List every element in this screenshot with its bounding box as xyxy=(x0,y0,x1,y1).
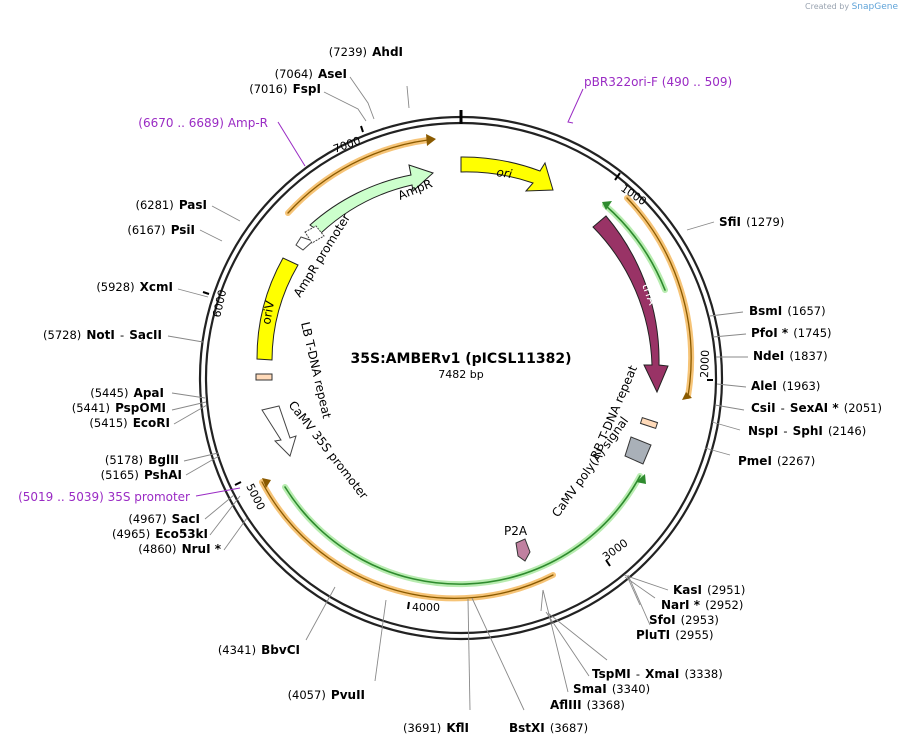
tick-3000: 3000 xyxy=(600,536,630,563)
site-label-NotI-SacII: (5728) NotI - SacII xyxy=(43,324,162,343)
LB-repeat-label: LB T-DNA repeat xyxy=(298,321,334,421)
site-label-SacI: (4967) SacI xyxy=(128,508,200,527)
site-label-PspOMI: (5441) PspOMI xyxy=(72,397,166,416)
site-label-EcoRI: (5415) EcoRI xyxy=(89,412,170,431)
orf-arrowhead-top xyxy=(602,201,612,210)
site-label-BbvCI: (4341) BbvCI xyxy=(218,639,300,658)
site-label-FspI: (7016) FspI xyxy=(249,78,321,97)
feature-CaMV-35S-promoter: CaMV 35S promoter xyxy=(261,398,371,502)
feature-trfA: trfA xyxy=(592,215,669,394)
oriV-label: oriV xyxy=(259,299,277,326)
site-label-ApaI: (5445) ApaI xyxy=(90,382,164,401)
site-label-XcmI: (5928) XcmI xyxy=(96,276,173,295)
site-label-PshAI: (5165) PshAI xyxy=(101,464,182,483)
plasmid-length: 7482 bp xyxy=(438,368,483,381)
tick-2000: 2000 xyxy=(698,350,712,378)
site-labels-left: (7239) AhdI (7064) AseI (7016) FspI (628… xyxy=(43,41,469,736)
site-label-NarI: NarI * (2952) xyxy=(661,594,743,613)
site-label-CsiI-SexAI: CsiI - SexAI * (2051) xyxy=(751,397,882,416)
feature-oriV: oriV xyxy=(256,257,299,361)
tick-4000: 4000 xyxy=(412,601,440,614)
orf-arrowhead-bottom xyxy=(636,474,646,484)
site-label-BsmI: BsmI (1657) xyxy=(749,300,826,319)
site-label-SfoI: SfoI (2953) xyxy=(649,609,719,628)
feature-ori: ori xyxy=(460,156,554,192)
tick-7000: 7000 xyxy=(332,134,363,156)
primer-arrowhead-right xyxy=(682,392,692,400)
tick-6000: 6000 xyxy=(210,288,229,318)
plasmid-name: 35S:AMBERv1 (pICSL11382) xyxy=(351,351,572,367)
site-label-NspI-SphI: NspI - SphI (2146) xyxy=(748,420,866,439)
site-labels-right: BstXI (3687) AflIII (3368) SmaI (3340) T… xyxy=(509,211,882,736)
site-label-PasI: (6281) PasI xyxy=(135,194,207,213)
site-label-BstXI: BstXI (3687) xyxy=(509,717,588,736)
feature-P2A: P2A xyxy=(504,524,531,562)
site-label-SmaI: SmaI (3340) xyxy=(573,678,650,697)
site-label-Eco53kI: (4965) Eco53kI xyxy=(112,523,208,542)
P2A-label: P2A xyxy=(504,524,528,538)
site-label-NruI: (4860) NruI * xyxy=(138,538,221,557)
site-label-PvuII: (4057) PvuII xyxy=(288,684,365,703)
site-label-PmeI: PmeI (2267) xyxy=(738,450,815,469)
primer-label-35S-promoter: (5019 .. 5039) 35S promoter xyxy=(18,490,190,504)
primer-arrowhead-bottom xyxy=(262,478,271,488)
site-label-AflIII: AflIII (3368) xyxy=(550,694,625,713)
site-label-KflI: (3691) KflI xyxy=(403,717,469,736)
site-label-AhdI: (7239) AhdI xyxy=(329,41,403,60)
site-label-KasI: KasI (2951) xyxy=(673,579,745,598)
ori-label: ori xyxy=(496,165,514,181)
primer-labels: pBR322ori-F (490 .. 509) (6670 .. 6689) … xyxy=(18,75,732,504)
site-label-TspMI-XmaI: TspMI - XmaI (3338) xyxy=(592,663,723,682)
site-label-AleI: AleI (1963) xyxy=(751,375,820,394)
snapgene-credit: Created by SnapGene xyxy=(805,2,898,12)
primer-label-Amp-R: (6670 .. 6689) Amp-R xyxy=(138,116,268,130)
primer-label-pBR322ori-F: pBR322ori-F (490 .. 509) xyxy=(584,75,732,89)
primer-markers xyxy=(195,88,584,497)
orf-arcs xyxy=(282,202,668,588)
credit-prefix: Created by xyxy=(805,2,850,11)
site-label-PsiI: (6167) PsiI xyxy=(127,219,195,238)
primer-arcs xyxy=(259,137,695,602)
snapgene-logo-text: SnapGene xyxy=(851,2,898,12)
backbone xyxy=(198,110,724,641)
site-label-SfiI: SfiI (1279) xyxy=(719,211,784,230)
site-label-AseI: (7064) AseI xyxy=(275,63,347,82)
site-label-PfoI: PfoI * (1745) xyxy=(751,322,832,341)
primer-arrowhead-top xyxy=(426,134,436,146)
site-label-PluTI: PluTI (2955) xyxy=(636,624,713,643)
site-leaders xyxy=(167,76,748,711)
site-label-NdeI: NdeI (1837) xyxy=(753,345,828,364)
site-label-BglII: (5178) BglII xyxy=(105,449,179,468)
